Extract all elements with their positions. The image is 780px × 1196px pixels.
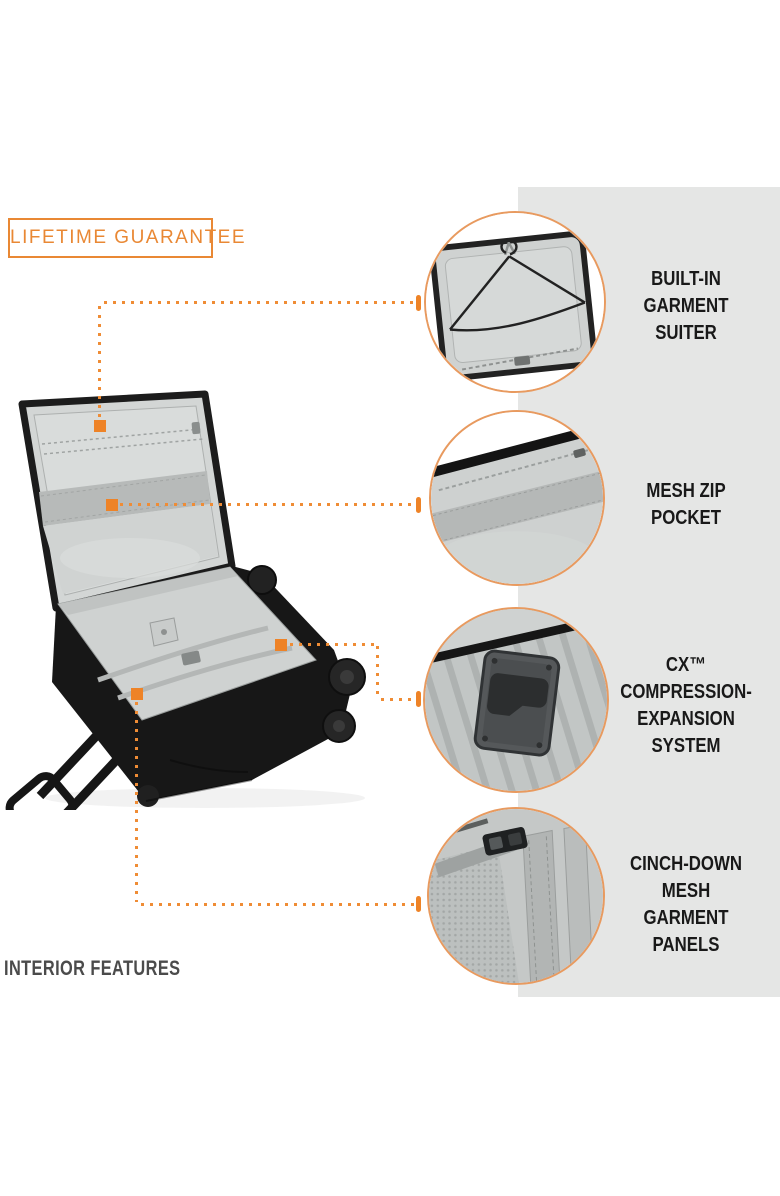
connector-4-horizontal xyxy=(141,903,416,906)
connector-2-end-cap xyxy=(416,497,421,513)
feature-label-line: MESH ZIP xyxy=(646,480,726,502)
mesh-zip-pocket-photo xyxy=(431,412,603,584)
compression-plate-photo xyxy=(425,609,607,791)
lid-edge xyxy=(431,422,603,478)
feature-label-line: SYSTEM xyxy=(651,735,721,757)
feature-label-cx-compression-expansion-system: CX™ COMPRESSION- EXPANSION SYSTEM xyxy=(594,652,779,760)
garment-hanger-photo xyxy=(426,213,604,391)
feature-circle-cinch-down-panels xyxy=(427,807,605,985)
zipper-pull xyxy=(573,448,586,458)
suitcase-body xyxy=(52,565,366,807)
connector-4-anchor-square xyxy=(131,688,143,700)
feature-label-line: SUITER xyxy=(655,322,717,344)
feature-label-line: MESH xyxy=(661,880,711,902)
interior-features-title: INTERIOR FEATURES xyxy=(4,957,181,980)
feature-label-built-in-garment-suiter: BUILT-IN GARMENT SUITER xyxy=(594,266,779,347)
buckle-icon xyxy=(482,827,528,856)
spinner-wheel xyxy=(247,565,277,595)
lifetime-guarantee-badge: LIFETIME GUARANTEE xyxy=(8,218,245,258)
connector-3-anchor-square xyxy=(275,639,287,651)
connector-1-horizontal xyxy=(104,301,416,304)
connector-1-anchor-square xyxy=(94,420,106,432)
feature-circle-cx-compression xyxy=(423,607,609,793)
feature-label-line: GARMENT xyxy=(643,295,729,317)
connector-4-end-cap xyxy=(416,896,421,912)
strap-buckle xyxy=(181,650,201,666)
connector-4-vertical xyxy=(135,702,138,902)
open-suitcase-interior-photo xyxy=(5,390,366,810)
telescoping-handle xyxy=(5,728,128,810)
hanger-loop xyxy=(503,239,516,256)
connector-3-vertical xyxy=(376,646,379,698)
compression-strap xyxy=(97,625,269,683)
zipper-line xyxy=(438,446,600,492)
feature-label-line: PANELS xyxy=(652,934,720,956)
mesh-panel xyxy=(429,844,519,983)
suitcase-lid xyxy=(18,390,236,612)
feature-label-line: EXPANSION xyxy=(637,708,735,730)
feature-circle-mesh-zip-pocket xyxy=(429,410,605,586)
connector-3-horizontal-b xyxy=(381,698,416,701)
feature-label-line: GARMENT xyxy=(643,907,729,929)
compression-plate-icon xyxy=(473,649,561,757)
connector-3-horizontal-a xyxy=(290,643,378,646)
feature-circle-garment-suiter xyxy=(424,211,606,393)
cinch-buckle-photo xyxy=(429,809,603,983)
feature-label-line: BUILT-IN xyxy=(651,268,721,290)
connector-1-end-cap xyxy=(416,295,421,311)
connector-3-end-cap xyxy=(416,691,421,707)
webbing-band xyxy=(431,470,603,545)
suitcase-shadow xyxy=(45,788,365,808)
connector-2-anchor-square xyxy=(106,499,118,511)
hanger-icon xyxy=(449,239,586,332)
feature-label-line: CINCH-DOWN xyxy=(630,853,742,875)
suitcase-interior xyxy=(57,566,317,721)
feature-label-line: COMPRESSION- xyxy=(620,681,752,703)
connector-1-vertical xyxy=(98,306,101,420)
feature-label-cinch-down-mesh-garment-panels: CINCH-DOWN MESH GARMENT PANELS xyxy=(594,851,779,959)
garment-strap xyxy=(522,829,561,983)
spinner-wheel xyxy=(137,785,159,807)
zipper-pull xyxy=(514,355,531,366)
feature-label-line: POCKET xyxy=(650,507,722,529)
connector-2-horizontal xyxy=(120,503,416,506)
feature-label-mesh-zip-pocket: MESH ZIP POCKET xyxy=(594,478,779,532)
feature-label-line: CX™ xyxy=(665,654,707,676)
